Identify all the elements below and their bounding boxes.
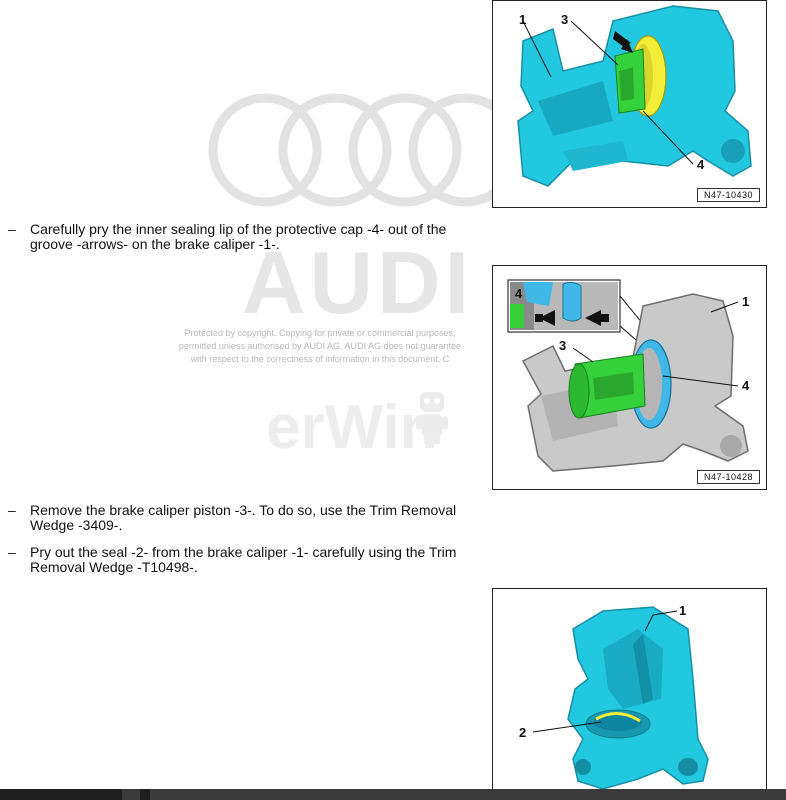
copyright-watermark: Protected by copyright. Copying for priv… xyxy=(150,327,490,366)
step-text: Remove the brake caliper piston -3-. To … xyxy=(30,502,457,533)
step-dash: – xyxy=(8,221,16,237)
copyright-line: Protected by copyright. Copying for priv… xyxy=(184,328,456,338)
figure-protective-cap: 1 3 4 N47-10430 xyxy=(492,0,767,208)
callout-2: 2 xyxy=(519,725,527,740)
robot-mascot-icon xyxy=(416,392,448,444)
copyright-line: permitted unless authorised by AUDI AG. … xyxy=(178,341,462,351)
callout-4: 4 xyxy=(742,378,750,393)
figure-id: N47-10430 xyxy=(696,188,760,202)
caliper-illustration xyxy=(507,279,749,472)
callout-1: 1 xyxy=(742,294,750,309)
audi-rings-watermark xyxy=(208,93,515,207)
taskbar xyxy=(0,789,786,800)
callout-3: 3 xyxy=(559,338,567,353)
figure-remove-piston: 4 1 3 4 N47-10428 xyxy=(492,265,767,490)
taskbar-segment xyxy=(0,789,122,800)
caliper-illustration xyxy=(517,5,752,187)
step-dash: – xyxy=(8,502,16,518)
audi-brand-watermark: AUDI xyxy=(242,233,474,332)
callout-3: 3 xyxy=(561,12,569,27)
callout-1: 1 xyxy=(519,12,527,27)
erwin-watermark: erWin xyxy=(266,393,438,462)
caliper-illustration xyxy=(532,606,709,790)
copyright-line: with respect to the correctness of infor… xyxy=(190,354,450,364)
step-text: Pry out the seal -2- from the brake cali… xyxy=(30,544,457,575)
step-text: Carefully pry the inner sealing lip of t… xyxy=(30,221,447,252)
callout-4: 4 xyxy=(697,157,705,172)
figure-id: N47-10428 xyxy=(696,470,760,484)
figure-seal-removal: 1 2 xyxy=(492,588,767,790)
inset-callout-4: 4 xyxy=(515,286,523,301)
callout-1: 1 xyxy=(679,603,687,618)
step-dash: – xyxy=(8,544,16,560)
taskbar-segment xyxy=(140,789,150,800)
